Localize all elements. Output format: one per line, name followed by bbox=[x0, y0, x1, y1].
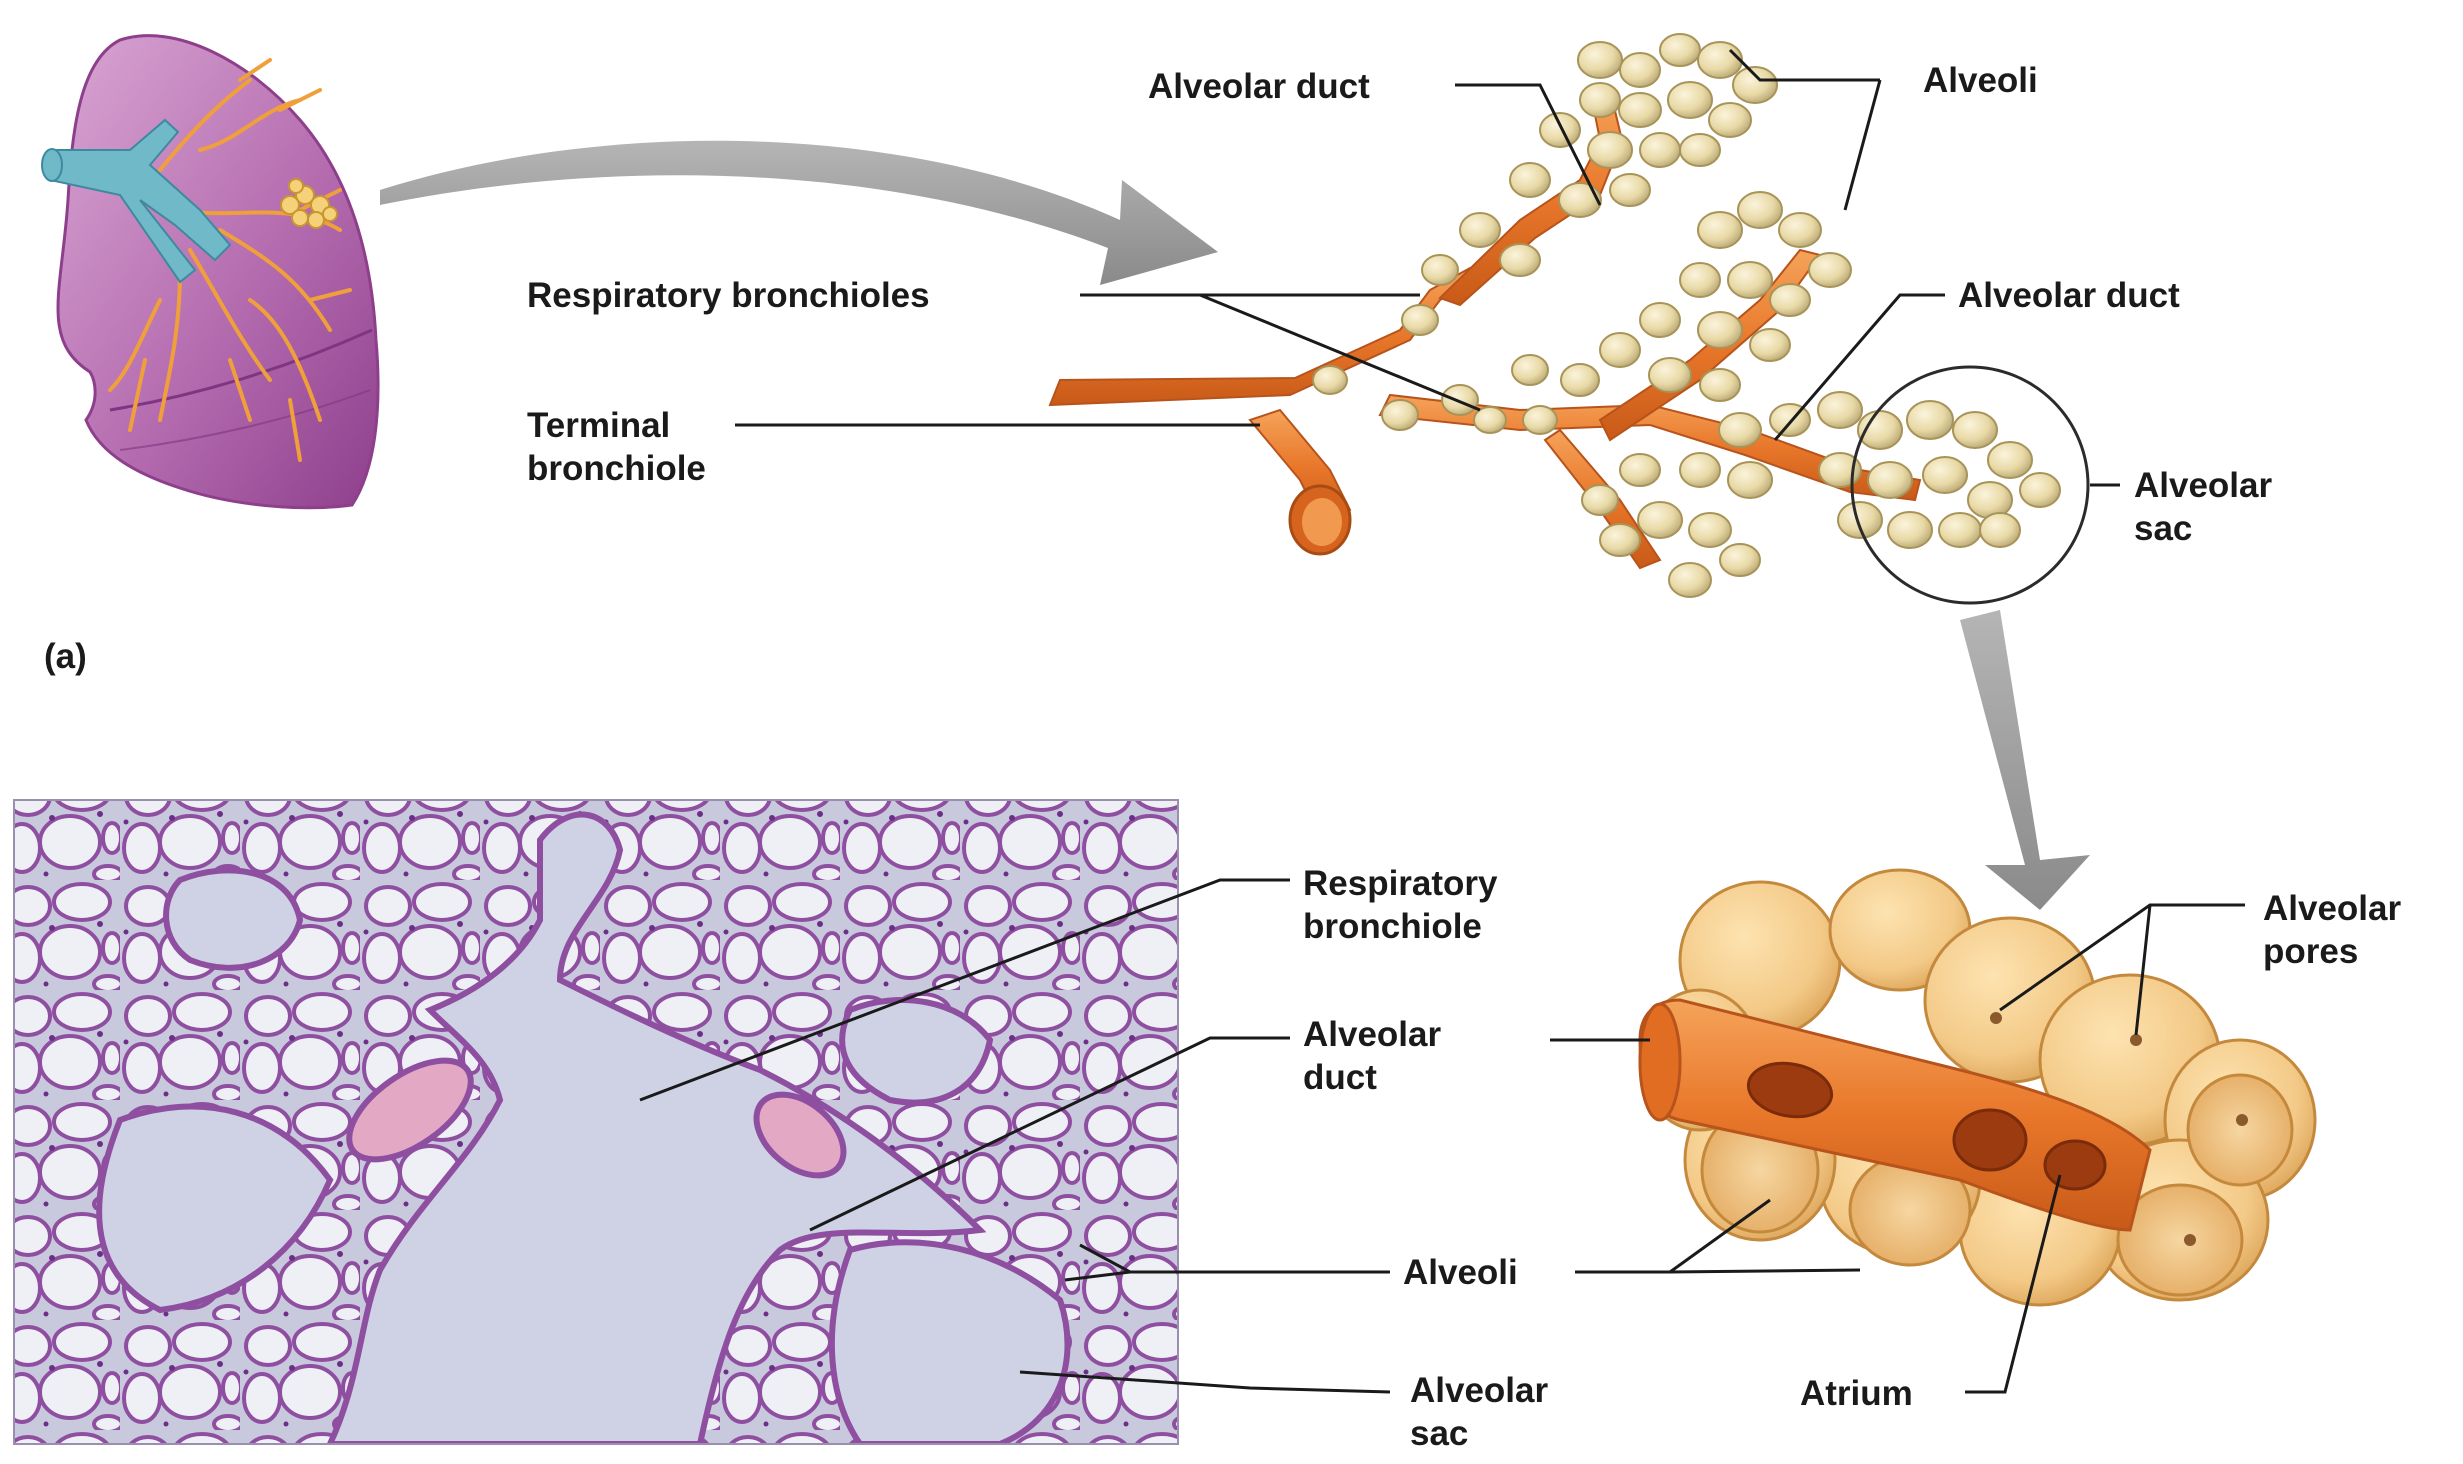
alveoli-cluster-icon bbox=[280, 178, 338, 229]
label-alveolar-duct-top: Alveolar duct bbox=[1148, 67, 1370, 106]
atrium-openings bbox=[1746, 1061, 2107, 1191]
label-alveolar-pores-line2: pores bbox=[2263, 932, 2358, 971]
label-alveolar-pores-line1: Alveolar bbox=[2263, 889, 2401, 928]
trachea-bronchi bbox=[41, 118, 232, 284]
label-terminal-line1: Terminal bbox=[527, 406, 670, 445]
label-respiratory-bronchioles: Respiratory bronchioles bbox=[527, 276, 930, 315]
bronchial-tree-illustration bbox=[1048, 33, 2090, 605]
label-alveolar-duct-micro-line2: duct bbox=[1303, 1058, 1377, 1097]
label-alveolar-pores: Alveolar pores bbox=[2263, 889, 2411, 971]
label-alveolar-duct-micro: Alveolar duct bbox=[1303, 1015, 1451, 1097]
label-alveolar-sac-top-line2: sac bbox=[2134, 509, 2192, 548]
label-alveolar-sac-micro-line2: sac bbox=[1410, 1414, 1468, 1453]
alveoli-clusters bbox=[1312, 33, 2061, 598]
leader-lines bbox=[639, 48, 2245, 1394]
label-alveolar-sac-micro: Alveolar sac bbox=[1410, 1371, 1558, 1453]
label-alveolar-sac-top-line1: Alveolar bbox=[2134, 466, 2272, 505]
label-resp-bronchiole-line2: bronchiole bbox=[1303, 907, 1482, 946]
lung-illustration bbox=[41, 34, 380, 510]
blood-vessel bbox=[346, 1057, 847, 1179]
label-atrium: Atrium bbox=[1800, 1374, 1913, 1413]
zoom-arrow-top bbox=[380, 140, 1218, 285]
alveolar-pore-dots bbox=[1990, 1012, 2248, 1246]
label-alveolar-duct-right: Alveolar duct bbox=[1958, 276, 2180, 315]
label-alveoli-top: Alveoli bbox=[1923, 61, 2038, 100]
label-alveolar-sac-top: Alveolar sac bbox=[2134, 466, 2282, 548]
lung-tissue-micrograph bbox=[14, 800, 1178, 1444]
panel-label-a: (a) bbox=[44, 637, 87, 676]
label-alveolar-sac-micro-line1: Alveolar bbox=[1410, 1371, 1548, 1410]
labels: (a) Alveolar duct Alveoli Respiratory br… bbox=[44, 61, 2411, 1453]
alveolar-sac-detail bbox=[1638, 868, 2317, 1307]
zoom-arrow-down bbox=[1960, 610, 2090, 910]
label-respiratory-bronchiole-micro: Respiratory bronchiole bbox=[1303, 864, 1507, 946]
bronchiole-tubes bbox=[1048, 89, 1922, 570]
label-terminal-bronchiole: Terminal bronchiole bbox=[527, 406, 706, 488]
label-terminal-line2: bronchiole bbox=[527, 449, 706, 488]
alveolar-sac-highlight-circle bbox=[1850, 365, 2090, 605]
label-resp-bronchiole-line1: Respiratory bbox=[1303, 864, 1498, 903]
label-alveolar-duct-micro-line1: Alveolar bbox=[1303, 1015, 1441, 1054]
label-alveoli-micro: Alveoli bbox=[1403, 1253, 1518, 1292]
